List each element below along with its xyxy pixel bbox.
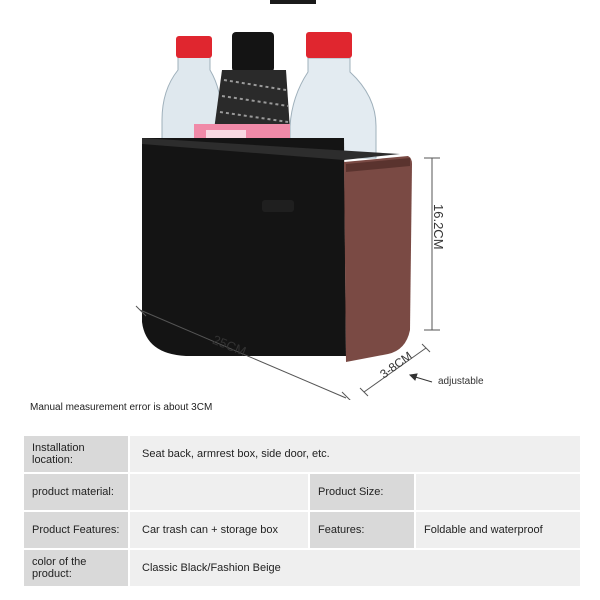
spec-label: Features: bbox=[310, 512, 414, 548]
spec-label: product material: bbox=[24, 474, 128, 510]
spec-label: Product Features: bbox=[24, 512, 128, 548]
spec-value bbox=[416, 474, 580, 510]
adjustable-label: adjustable bbox=[438, 376, 484, 387]
spec-row-color: color of the product: Classic Black/Fash… bbox=[24, 550, 580, 586]
red-cap bbox=[306, 32, 352, 58]
top-indicator-bar bbox=[270, 0, 316, 4]
height-label: 16.2CM bbox=[431, 204, 446, 250]
spec-label: Installation location: bbox=[24, 436, 128, 472]
spec-value: Car trash can + storage box bbox=[130, 512, 308, 548]
spec-value: Classic Black/Fashion Beige bbox=[130, 550, 580, 586]
product-illustration bbox=[135, 32, 440, 400]
spec-label: Product Size: bbox=[310, 474, 414, 510]
spec-value: Seat back, armrest box, side door, etc. bbox=[130, 436, 580, 472]
measurement-note: Manual measurement error is about 3CM bbox=[30, 402, 213, 413]
height-dimension-line bbox=[424, 157, 440, 331]
width-dimension-line bbox=[135, 305, 351, 400]
adjustable-arrow bbox=[408, 373, 433, 383]
spec-row-material: product material: Product Size: bbox=[24, 474, 580, 510]
spec-row-installation: Installation location: Seat back, armres… bbox=[24, 436, 580, 472]
red-cap bbox=[176, 36, 212, 58]
depth-dimension-line bbox=[359, 343, 431, 397]
spec-row-features: Product Features: Car trash can + storag… bbox=[24, 512, 580, 548]
spec-table: Installation location: Seat back, armres… bbox=[24, 436, 580, 586]
right-water-bottle bbox=[289, 32, 377, 159]
spec-label: color of the product: bbox=[24, 550, 128, 586]
folded-umbrella bbox=[214, 32, 290, 130]
spec-value bbox=[130, 474, 308, 510]
spec-value: Foldable and waterproof bbox=[416, 512, 580, 548]
storage-box bbox=[142, 138, 412, 362]
